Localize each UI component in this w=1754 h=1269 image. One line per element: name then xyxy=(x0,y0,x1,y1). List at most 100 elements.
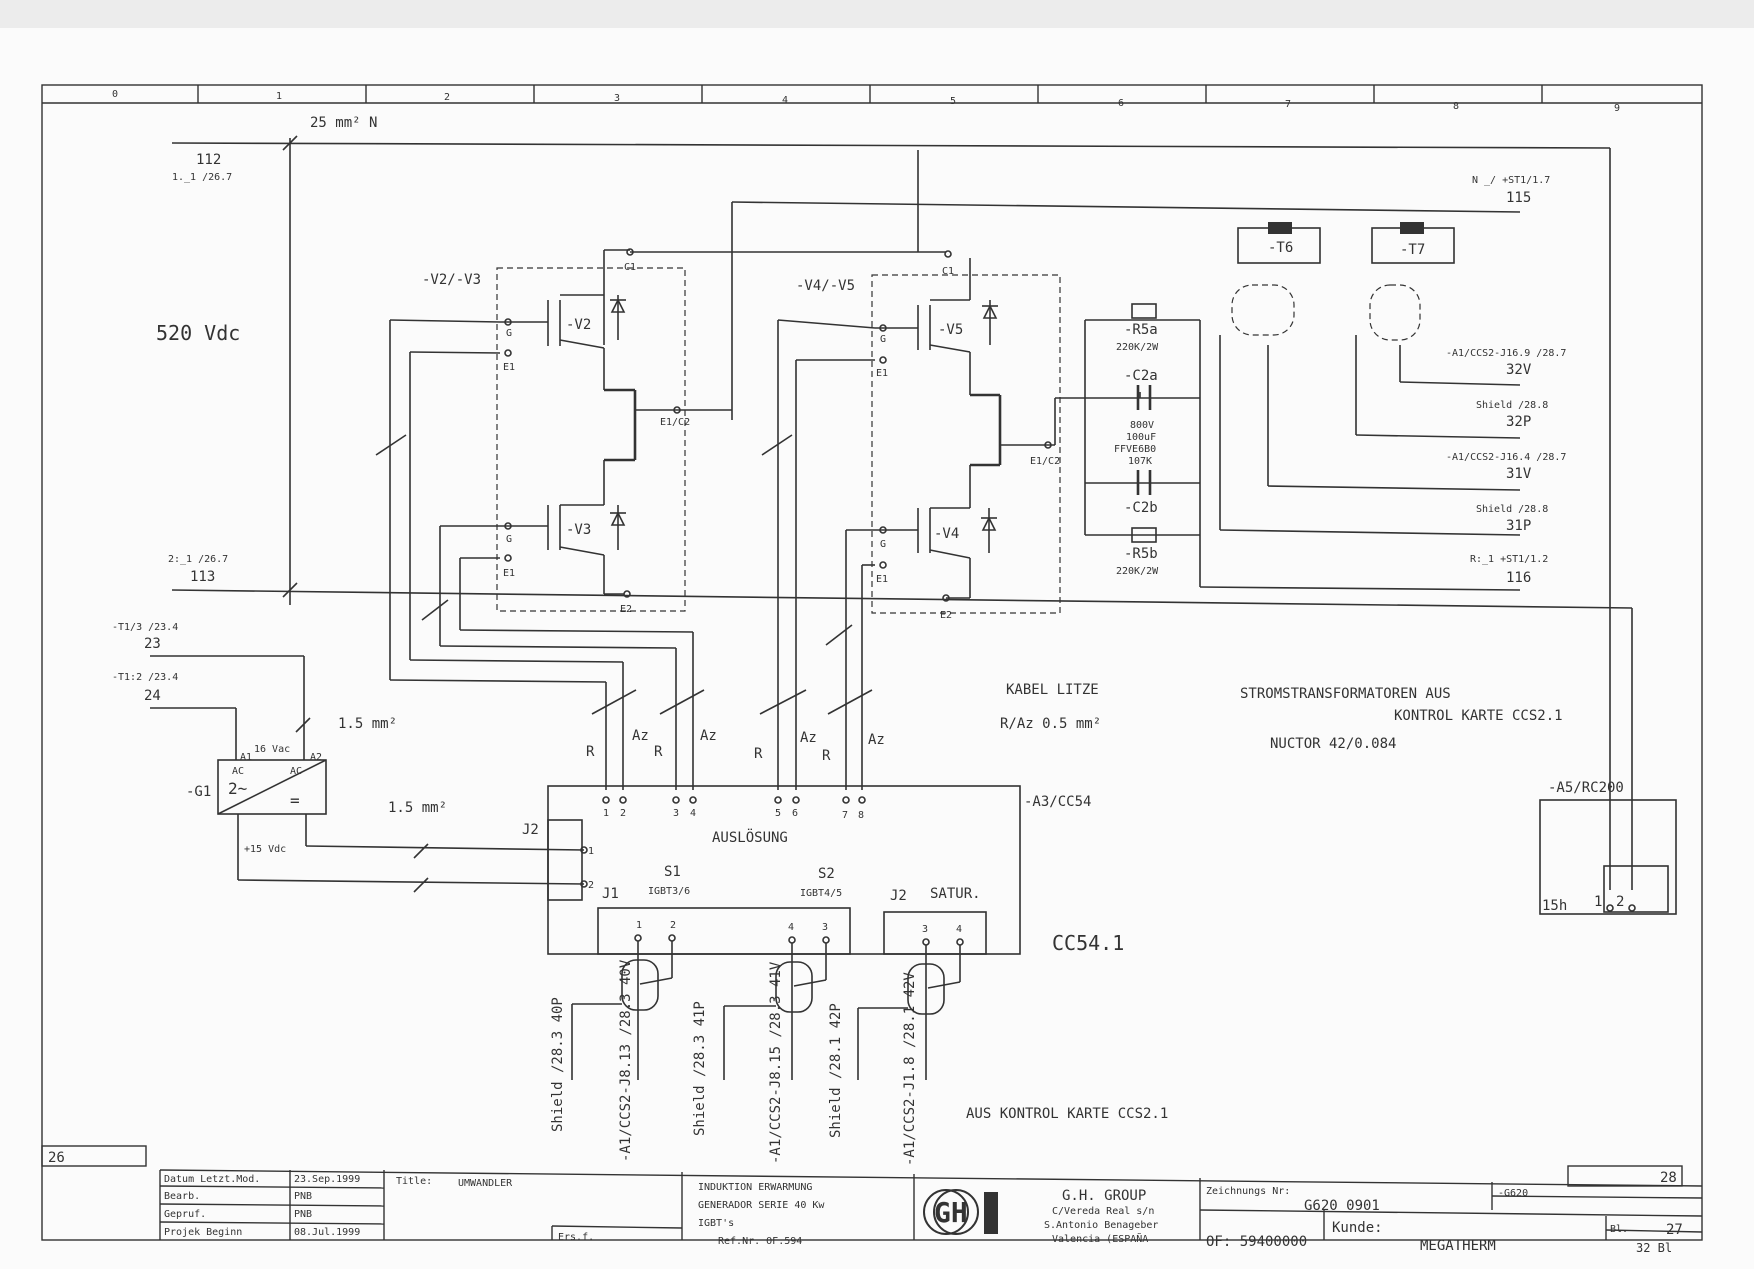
label-c2-value-4: 107K xyxy=(1128,456,1152,467)
label-a5-pin: 15h xyxy=(1542,898,1567,914)
dc-bus xyxy=(171,135,1633,890)
label-pin-6: 6 xyxy=(792,808,798,819)
title-desc-2: GENERADOR SERIE 40 Kw xyxy=(698,1200,825,1211)
title-block xyxy=(159,1169,1703,1240)
label-31p-ref: Shield /28.8 xyxy=(1476,504,1548,515)
title-gepruf: PNB xyxy=(294,1209,312,1220)
snubber-network xyxy=(1131,303,1157,543)
label-s2-pin-3: 3 xyxy=(822,922,828,933)
label-s2-igbt: IGBT4/5 xyxy=(800,888,842,899)
label-a5-pin-1: 1 xyxy=(1594,894,1602,910)
title-desc-3: IGBT's xyxy=(698,1218,734,1229)
label-kabel-size: R/Az 0.5 mm² xyxy=(1000,716,1101,732)
label-v2-c1: C1 xyxy=(624,262,636,273)
grid-col-4: 4 xyxy=(782,95,788,106)
title-projek: 08.Jul.1999 xyxy=(294,1227,360,1238)
label-auslosung: AUSLÖSUNG xyxy=(712,828,788,846)
label-v4-e2: E2 xyxy=(940,610,952,621)
label-32v-ref: -A1/CCS2-J16.9 /28.7 xyxy=(1446,348,1566,359)
title-kunde-label: Kunde: xyxy=(1332,1220,1383,1236)
label-s1-igbt: IGBT3/6 xyxy=(648,886,690,897)
title-zeichnungs-label: Zeichnungs Nr: xyxy=(1206,1186,1290,1197)
label-ac-left: AC xyxy=(232,766,244,777)
title-kunde: MEGATHERM xyxy=(1420,1238,1496,1254)
label-pin-2: 2 xyxy=(620,808,626,819)
label-v2-g: G xyxy=(506,328,512,339)
label-v3-e1: E1 xyxy=(503,568,515,579)
label-r5b-value: 220K/2W xyxy=(1116,566,1159,577)
title-title: UMWANDLER xyxy=(458,1178,513,1189)
grid-col-5: 5 xyxy=(950,96,956,107)
shielded-cables xyxy=(571,934,964,1080)
label-pin-5: 5 xyxy=(775,808,781,819)
label-node-112: 112 xyxy=(196,152,221,168)
label-az-1: Az xyxy=(632,728,649,744)
label-a1: A1 xyxy=(240,752,252,763)
label-r5b: -R5b xyxy=(1124,546,1158,562)
label-v5: -V5 xyxy=(938,322,963,338)
label-wire-42v: -A1/CCS2-J1.8 /28.1 42V xyxy=(902,972,918,1166)
label-a5-rc200: -A5/RC200 xyxy=(1548,780,1624,796)
label-wire-23: 23 xyxy=(144,636,161,652)
label-r5a: -R5a xyxy=(1124,322,1158,338)
label-satur-pin-3: 3 xyxy=(922,924,928,935)
label-node-116: 116 xyxy=(1506,570,1531,586)
label-wire-24: 24 xyxy=(144,688,161,704)
label-sine: 2~ xyxy=(228,779,247,798)
label-r-4: R xyxy=(822,748,831,764)
label-dc-symbol: = xyxy=(290,791,300,810)
current-transformer-t7 xyxy=(1355,222,1521,439)
label-v2: -V2 xyxy=(566,317,591,333)
label-pin-1: 1 xyxy=(603,808,609,819)
drawing-frame xyxy=(41,84,1703,1241)
resistor-r5a xyxy=(1131,303,1157,319)
label-t13-ref: -T1/3 /23.4 xyxy=(112,622,178,633)
label-v3-e2: E2 xyxy=(620,604,632,615)
label-wire-40v: -A1/CCS2-J8.13 /28.3 40V xyxy=(618,959,634,1162)
label-16vac: 16 Vac xyxy=(254,744,290,755)
label-r-3: R xyxy=(754,746,763,762)
label-kabel-litze: KABEL LITZE xyxy=(1006,682,1099,698)
title-address-1: C/Vereda Real s/n xyxy=(1052,1206,1154,1217)
label-strom-2: KONTROL KARTE CCS2.1 xyxy=(1394,708,1563,724)
igbt-module-v4-v5 xyxy=(871,250,1061,614)
power-supply-g1 xyxy=(150,655,585,893)
label-v4: -V4 xyxy=(934,526,959,542)
label-pin-3: 3 xyxy=(673,808,679,819)
label-aus-kontrol: AUS KONTROL KARTE CCS2.1 xyxy=(966,1106,1168,1122)
label-pin-8: 8 xyxy=(858,810,864,821)
label-v2-e1: E1 xyxy=(503,362,515,373)
grid-col-9: 9 xyxy=(1614,103,1620,114)
title-gepruf-label: Gepruf. xyxy=(164,1209,206,1220)
grid-col-6: 6 xyxy=(1118,98,1124,109)
label-j2-satur: J2 xyxy=(890,888,907,904)
label-g1: -G1 xyxy=(186,784,211,800)
label-az-3: Az xyxy=(800,730,817,746)
bridge-wiring xyxy=(630,251,1521,591)
label-j1: J1 xyxy=(602,886,619,902)
title-title-label: Title: xyxy=(396,1176,432,1187)
title-bl-total: 32 Bl xyxy=(1636,1241,1672,1255)
title-bearb-label: Bearb. xyxy=(164,1191,200,1202)
label-s1: S1 xyxy=(664,864,681,880)
title-projek-label: Projek Beginn xyxy=(164,1227,242,1238)
label-page-next: 28 xyxy=(1660,1170,1677,1186)
label-v4-g: G xyxy=(880,539,886,550)
label-satur-pin-4: 4 xyxy=(956,924,962,935)
label-15vdc: +15 Vdc xyxy=(244,844,286,855)
title-address-2: S.Antonio Benageber xyxy=(1044,1220,1158,1231)
label-s2: S2 xyxy=(818,866,835,882)
label-j2-pin-1: 1 xyxy=(588,846,594,857)
label-nuctor: NUCTOR 42/0.084 xyxy=(1270,736,1396,752)
label-ac-right: AC xyxy=(290,766,302,777)
label-node-115-ref: N _/ +ST1/1.7 xyxy=(1472,175,1550,186)
label-t6: -T6 xyxy=(1268,240,1293,256)
grid-col-2: 2 xyxy=(444,92,450,103)
label-r-1: R xyxy=(586,744,595,760)
label-wire-41v: -A1/CCS2-J8.15 /28.3 41V xyxy=(768,961,784,1164)
label-j2-pin-2: 2 xyxy=(588,880,594,891)
label-node-115: 115 xyxy=(1506,190,1531,206)
title-of: OF: 59400000 xyxy=(1206,1234,1307,1250)
label-wire-42p: Shield /28.1 42P xyxy=(828,1003,844,1138)
